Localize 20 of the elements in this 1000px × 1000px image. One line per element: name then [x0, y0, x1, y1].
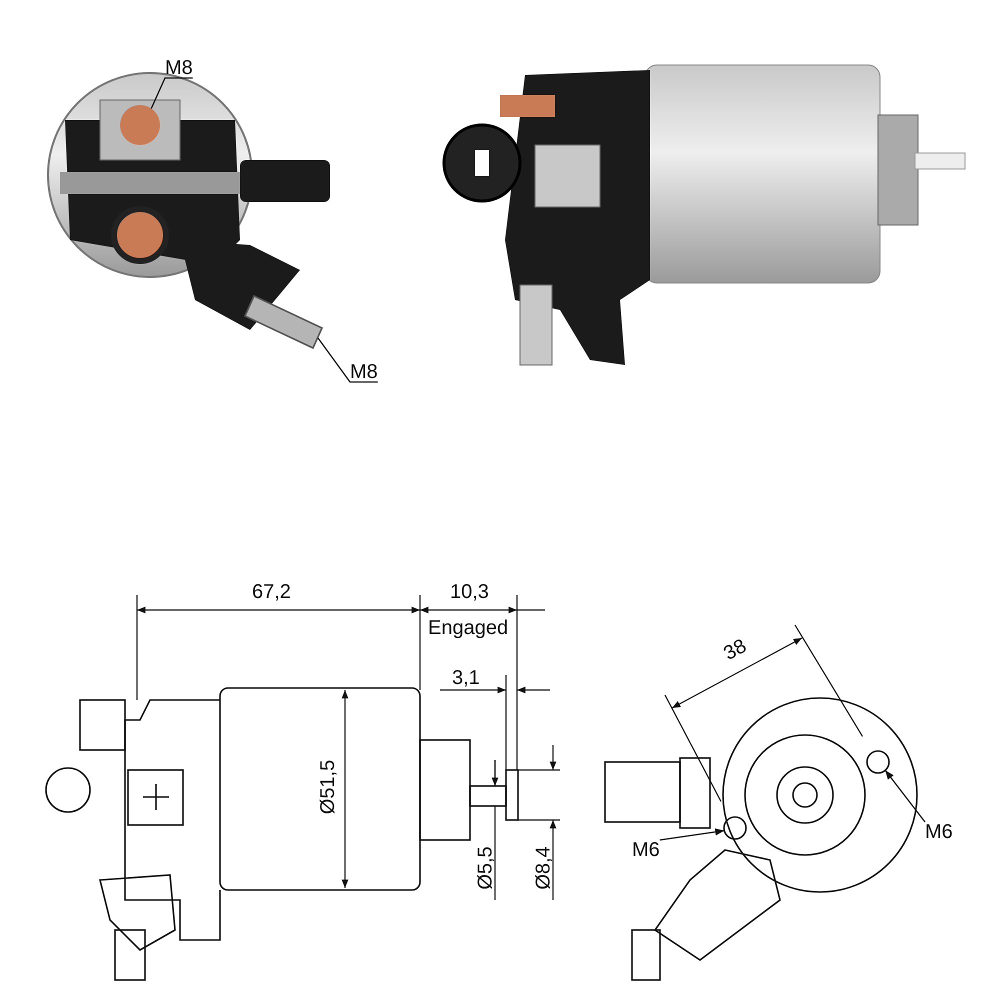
- mounting-hole: [723, 816, 747, 840]
- dimension-label: 67,2: [252, 582, 291, 602]
- callout-text: M6: [925, 822, 953, 842]
- dimension-label: 38: [720, 636, 750, 664]
- dimension-label: Ø51,5: [318, 760, 338, 814]
- leader-line: [660, 828, 724, 841]
- callout-text: M6: [632, 840, 660, 860]
- dimension-label: Engaged: [428, 618, 508, 638]
- mounting-hole: [866, 750, 890, 774]
- dimension-label: 3,1: [452, 668, 480, 688]
- dimension-label: Ø5,5: [475, 846, 496, 890]
- leader-line: [884, 770, 926, 822]
- dimension-label: Ø8,4: [533, 846, 554, 890]
- dimension-label: 10,3: [450, 582, 489, 602]
- callout-text: M8: [350, 362, 378, 382]
- leader-line: [317, 338, 378, 383]
- threaded-stud: [244, 294, 324, 350]
- callout-text: M8: [165, 58, 193, 78]
- terminal-stud: [120, 105, 160, 145]
- leader-line: [150, 77, 193, 109]
